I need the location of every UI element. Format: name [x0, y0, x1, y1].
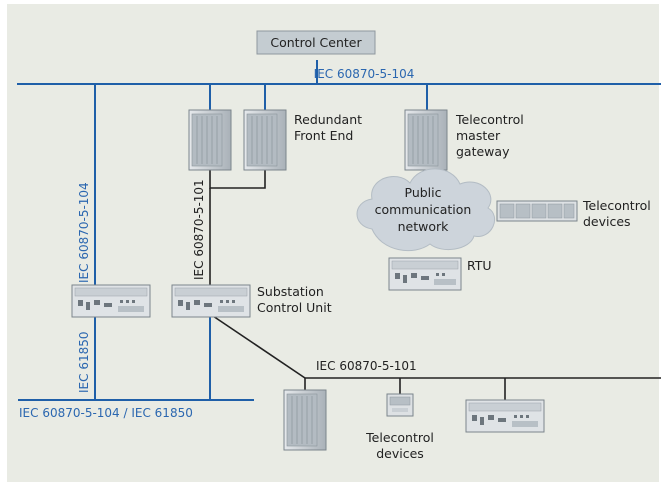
bottom-rack-unit-icon	[465, 399, 545, 433]
cloud-label-line1: Public	[405, 185, 442, 200]
telecontrol-devices-bottom-icon	[386, 393, 414, 417]
substation-label-line2: Control Unit	[257, 300, 332, 315]
front-end-label-line1: Redundant	[294, 112, 362, 127]
substation-rack-unit-icon	[171, 284, 251, 318]
left-bus-lower-label: IEC 61850	[77, 332, 91, 394]
telecontrol-right-label-line1: Telecontrol	[582, 198, 651, 213]
master-gateway-cabinet-icon	[404, 109, 448, 171]
serial-bus-label: IEC 60870-5-101	[316, 359, 417, 373]
gateway-label-line3: gateway	[456, 144, 510, 159]
cloud-label-line2: communication	[375, 202, 472, 217]
rtu-label: RTU	[467, 258, 492, 273]
front-end-link-label: IEC 60870-5-101	[192, 179, 206, 280]
left-rack-unit-icon	[71, 284, 151, 318]
front-end-left-cabinet-icon	[188, 109, 232, 171]
rtu-rack-unit-icon	[388, 257, 462, 291]
gateway-label-line1: Telecontrol	[455, 112, 524, 127]
cloud-label-line3: network	[398, 219, 450, 234]
gateway-label-line2: master	[456, 128, 501, 143]
bottom-cabinet-icon	[283, 389, 327, 451]
telecontrol-devices-right-icon	[496, 200, 578, 222]
telecontrol-bottom-label-line1: Telecontrol	[365, 430, 434, 445]
front-end-right-cabinet-icon	[243, 109, 287, 171]
telecontrol-bottom-label-line2: devices	[376, 446, 424, 461]
top-bus-label: IEC 60870-5-104	[314, 67, 415, 81]
left-bus-upper-label: IEC 60870-5-104	[77, 182, 91, 283]
control-center-label: Control Center	[270, 35, 362, 50]
front-end-label-line2: Front End	[294, 128, 353, 143]
substation-label-line1: Substation	[257, 284, 324, 299]
bottom-bus-label: IEC 60870-5-104 / IEC 61850	[19, 406, 193, 420]
control-center-box	[256, 30, 376, 55]
front-end-serial-link	[209, 170, 266, 189]
substation-to-serial-bus-line	[209, 313, 306, 379]
public-network-cloud-icon	[356, 168, 495, 252]
telecontrol-right-label-line2: devices	[583, 214, 631, 229]
